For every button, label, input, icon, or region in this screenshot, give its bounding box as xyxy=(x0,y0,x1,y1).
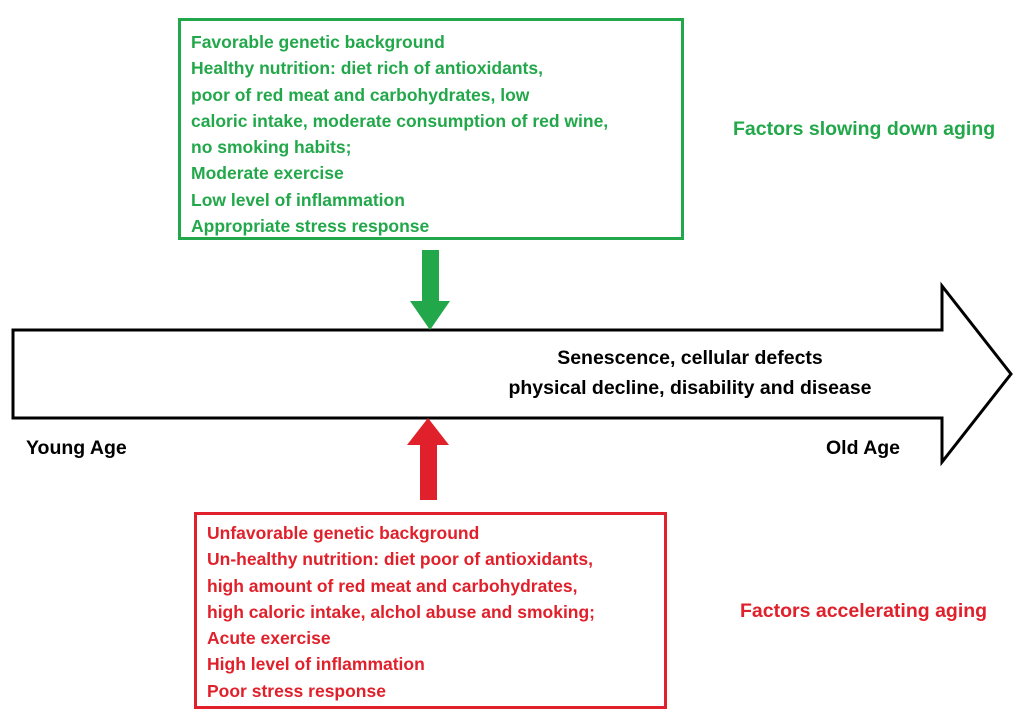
factor-line: Favorable genetic background xyxy=(191,32,445,52)
timeline-arrow-icon xyxy=(11,281,1013,467)
red-up-arrow-icon xyxy=(407,418,449,500)
young-age-label: Young Age xyxy=(26,437,127,459)
factor-line: Low level of inflammation xyxy=(191,189,405,210)
old-age-label: Old Age xyxy=(826,437,901,459)
slowing-factors-label: Factors slowing down aging xyxy=(733,118,996,140)
factor-line: high amount of red meat and carbohydrate… xyxy=(207,575,578,596)
factor-line: Healthy nutrition: diet rich of antioxid… xyxy=(191,58,543,79)
accelerating-factors-label: Factors accelerating aging xyxy=(740,600,988,622)
factor-line: Poor stress response xyxy=(207,680,386,701)
factor-line: caloric intake, moderate consumption of … xyxy=(191,110,609,131)
timeline-center-line-1: Senescence, cellular defects xyxy=(557,347,823,369)
factor-line: poor of red meat and carbohydrates, low xyxy=(191,84,530,105)
factor-line: high caloric intake, alchol abuse and sm… xyxy=(207,601,596,622)
factor-line: Appropriate stress response xyxy=(191,216,430,237)
factor-line: no smoking habits; xyxy=(191,137,352,158)
factor-line: Unfavorable genetic background xyxy=(207,523,480,543)
factor-line: Moderate exercise xyxy=(191,163,344,184)
factor-line: Acute exercise xyxy=(207,628,331,649)
factor-line: High level of inflammation xyxy=(207,654,425,675)
timeline-center-text: Senescence, cellular defects physical de… xyxy=(480,343,900,403)
factor-line: Un-healthy nutrition: diet poor of antio… xyxy=(207,549,593,570)
timeline-center-line-2: physical decline, disability and disease xyxy=(508,377,872,399)
green-down-arrow-icon xyxy=(410,250,450,330)
